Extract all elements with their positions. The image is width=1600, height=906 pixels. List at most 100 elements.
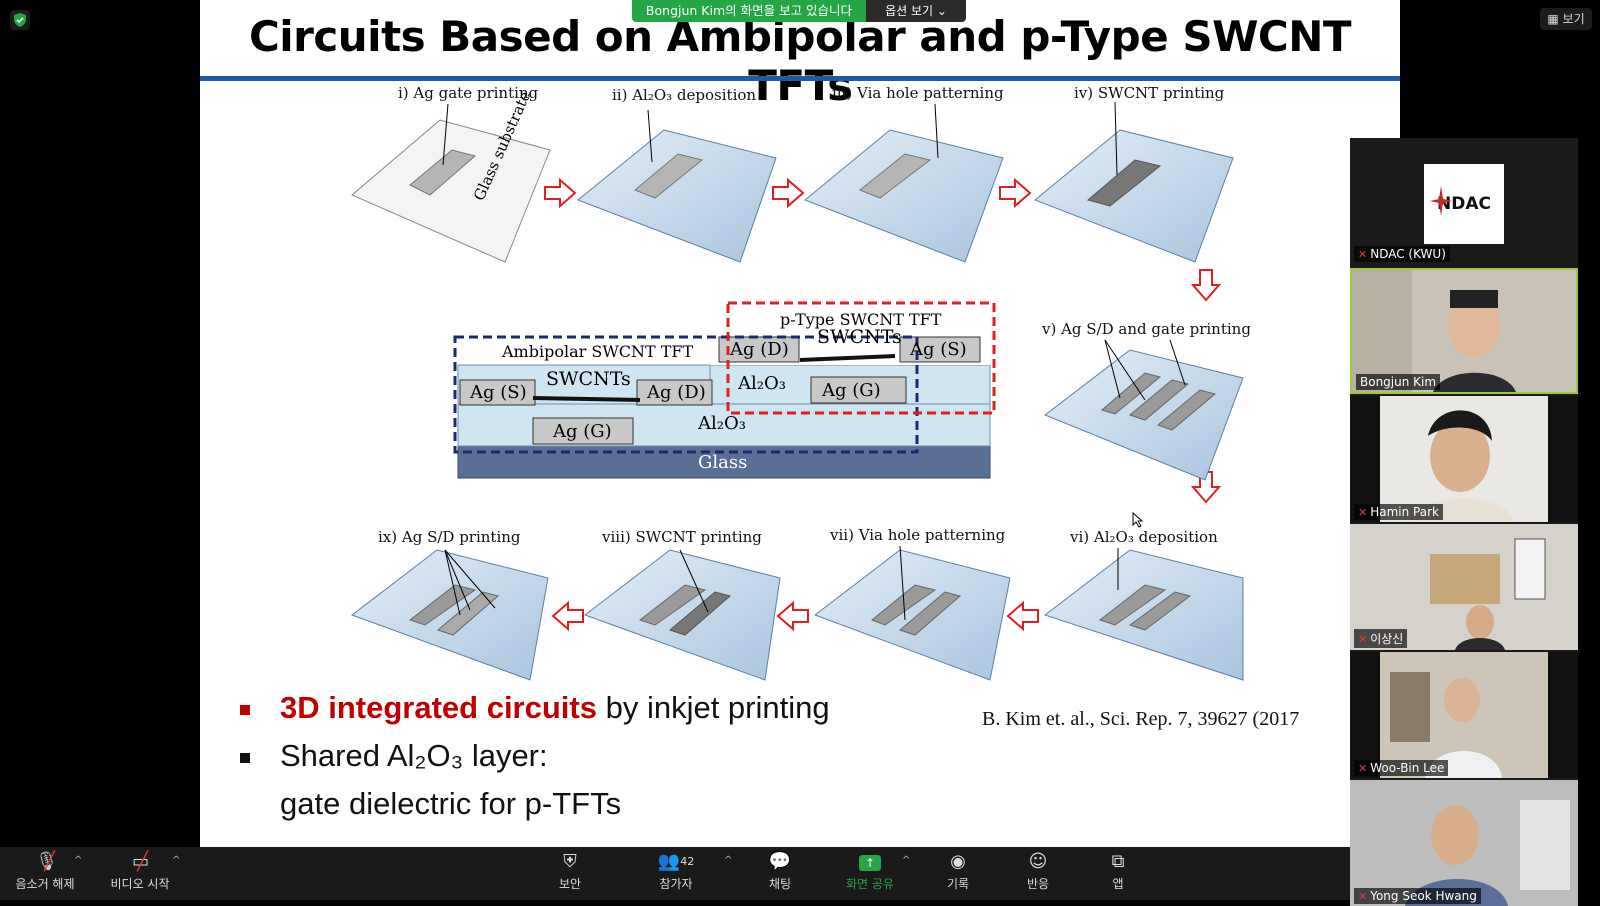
- participant-tile[interactable]: ✕Woo-Bin Lee: [1350, 652, 1578, 778]
- bullet-2: Shared Al₂O₃ layer:: [240, 738, 548, 774]
- al2o3-label-bottom: Al₂O₃: [698, 413, 746, 434]
- video-options-caret[interactable]: ^: [172, 855, 181, 866]
- audio-options-caret[interactable]: ^: [74, 855, 83, 866]
- share-arrow-icon: ↑: [840, 847, 900, 873]
- screen-share-banner: Bongjun Kim의 화면을 보고 있습니다: [632, 0, 866, 22]
- share-screen-button[interactable]: ↑ 화면 공유: [840, 847, 900, 900]
- security-shield-icon[interactable]: [10, 10, 30, 30]
- step9-substrate: [350, 549, 549, 681]
- ndac-logo: NDAC: [1424, 164, 1504, 244]
- swcnts-label-ptype: SWCNTs: [817, 326, 902, 348]
- step8-substrate: [583, 549, 781, 681]
- mic-muted-icon: ✕: [1358, 248, 1368, 261]
- chat-bubble-icon: 💬: [768, 851, 792, 872]
- participant-name: ✕이상신: [1354, 629, 1408, 648]
- meeting-toolbar: 🎙╱ 음소거 해제 ^ ▭╱ 비디오 시작 ^ ⛨ 보안 👥42 참가자 ^ 💬…: [0, 847, 1350, 900]
- step6-substrate: [1043, 548, 1244, 681]
- participant-tile-active-speaker[interactable]: Bongjun Kim: [1350, 268, 1578, 394]
- citation: B. Kim et. al., Sci. Rep. 7, 39627 (2017: [982, 708, 1300, 730]
- step-label-5: v) Ag S/D and gate printing: [1042, 320, 1251, 338]
- participant-name: Bongjun Kim: [1356, 374, 1441, 390]
- participant-video-panel: NDAC ✕NDAC (KWU) Bongjun Kim ✕Hamin Park: [1350, 138, 1578, 906]
- bullet-1: 3D integrated circuits by inkjet printin…: [240, 690, 830, 726]
- al2o3-label-top: Al₂O₃: [738, 373, 786, 394]
- mouse-cursor-icon: [1132, 512, 1144, 528]
- step-label-6: vi) Al₂O₃ deposition: [1070, 528, 1218, 546]
- process-diagram: [350, 101, 1244, 681]
- participants-button[interactable]: 👥42 참가자: [650, 847, 702, 900]
- ambipolar-label: Ambipolar SWCNT TFT: [502, 342, 694, 361]
- arrows-row1: [544, 177, 1222, 632]
- ag-d-ambipolar: Ag (D): [647, 382, 706, 403]
- security-button[interactable]: ⛨ 보안: [548, 847, 592, 900]
- ndac-logo-text: NDAC: [1437, 194, 1491, 214]
- step-label-3: iii) Via hole patterning: [832, 84, 1004, 102]
- title-rule: [200, 76, 1400, 81]
- bullet-1-text: by inkjet printing: [596, 690, 830, 725]
- ag-d-ptype: Ag (D): [730, 339, 789, 360]
- step5-substrate: [1044, 339, 1244, 481]
- unmute-button[interactable]: 🎙╱ 음소거 해제: [10, 847, 80, 900]
- ag-g-ambipolar: Ag (G): [553, 421, 612, 442]
- glass-label: Glass: [698, 452, 748, 473]
- bullet-2-line2: gate dielectric for p-TFTs: [280, 786, 622, 821]
- view-layout-label: 보기: [1562, 12, 1585, 26]
- ag-s-ambipolar: Ag (S): [470, 382, 527, 403]
- mic-muted-icon: ✕: [1358, 633, 1368, 646]
- participant-tile[interactable]: ✕Yong Seok Hwang: [1350, 780, 1578, 906]
- slide-title: Circuits Based on Ambipolar and p-Type S…: [248, 12, 1352, 110]
- step1-substrate: [351, 103, 551, 263]
- apps-button[interactable]: ⧉ 앱: [1100, 847, 1136, 900]
- cross-section: [453, 301, 996, 479]
- ag-g-ptype: Ag (G): [822, 380, 881, 401]
- step2-substrate: [577, 109, 777, 263]
- mic-off-icon: 🎙╱: [35, 851, 58, 872]
- view-layout-button[interactable]: ▦ 보기: [1540, 8, 1592, 30]
- participant-video: [1350, 780, 1578, 906]
- swcnts-label-ambipolar: SWCNTs: [546, 368, 631, 390]
- reactions-button[interactable]: ☺ 반응: [1020, 847, 1056, 900]
- participant-tile[interactable]: ✕Hamin Park: [1350, 396, 1578, 522]
- mic-muted-icon: ✕: [1358, 762, 1368, 775]
- participant-video: [1352, 270, 1576, 392]
- ptype-label: p-Type SWCNT TFT: [780, 310, 942, 329]
- apps-icon: ⧉: [1111, 851, 1125, 872]
- start-video-button[interactable]: ▭╱ 비디오 시작: [104, 847, 176, 900]
- shield-icon: ⛨: [563, 851, 577, 872]
- ag-s-ptype: Ag (S): [910, 339, 967, 360]
- step-label-9: ix) Ag S/D printing: [378, 528, 521, 546]
- participant-count: 42: [680, 855, 695, 868]
- mic-muted-icon: ✕: [1358, 506, 1368, 519]
- step3-substrate: [804, 103, 1004, 263]
- grid-icon: ▦: [1547, 12, 1563, 26]
- step4-substrate: [1034, 101, 1234, 263]
- participant-video: [1350, 396, 1578, 522]
- participant-name: ✕NDAC (KWU): [1354, 246, 1450, 262]
- participant-name: ✕Hamin Park: [1354, 504, 1443, 520]
- participants-options-caret[interactable]: ^: [724, 855, 733, 866]
- participant-name: ✕Woo-Bin Lee: [1354, 760, 1449, 776]
- ndac-star-icon: [1430, 186, 1452, 216]
- chat-button[interactable]: 💬 채팅: [760, 847, 800, 900]
- people-icon: 👥42: [657, 851, 695, 872]
- share-options-caret[interactable]: ^: [902, 855, 911, 866]
- step-label-2: ii) Al₂O₃ deposition: [612, 86, 757, 104]
- bullet-2-line1: Shared Al₂O₃ layer:: [280, 738, 548, 773]
- step-label-4: iv) SWCNT printing: [1074, 84, 1225, 102]
- record-icon: ◉: [950, 851, 966, 872]
- step-label-8: viii) SWCNT printing: [602, 528, 762, 546]
- participant-name: ✕Yong Seok Hwang: [1354, 888, 1481, 904]
- participant-tile[interactable]: ✕이상신: [1350, 524, 1578, 650]
- bullet-1-highlight: 3D integrated circuits: [280, 690, 597, 725]
- view-options-button[interactable]: 옵션 보기 ⌄: [866, 0, 966, 22]
- shared-slide: Circuits Based on Ambipolar and p-Type S…: [200, 0, 1400, 847]
- participant-tile[interactable]: NDAC ✕NDAC (KWU): [1350, 138, 1578, 264]
- mic-muted-icon: ✕: [1358, 890, 1368, 903]
- step-label-1: i) Ag gate printing: [398, 84, 539, 102]
- smiley-icon: ☺: [1028, 851, 1048, 872]
- video-off-icon: ▭╱: [132, 851, 150, 872]
- participant-video: [1350, 652, 1578, 778]
- record-button[interactable]: ◉ 기록: [940, 847, 976, 900]
- step-label-7: vii) Via hole patterning: [830, 526, 1006, 544]
- step7-substrate: [813, 545, 1011, 681]
